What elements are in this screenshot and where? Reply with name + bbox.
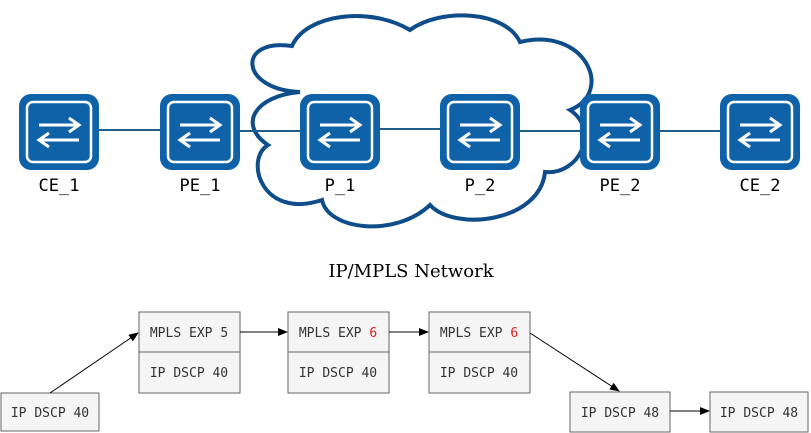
device-ce1[interactable]: CE_1 [17, 92, 101, 196]
device-p1[interactable]: P_1 [298, 92, 382, 196]
flow-arrows [49, 328, 710, 415]
device-ce2[interactable]: CE_2 [718, 92, 802, 196]
device-label-ce2: CE_2 [740, 176, 781, 196]
packet-ce2-out: IP DSCP 48 [709, 391, 809, 433]
exp-label: MPLS EXP [150, 326, 220, 341]
network-links [97, 128, 721, 132]
packet-ingress: IP DSCP 40 [0, 392, 100, 432]
device-label-ce1: CE_1 [39, 176, 80, 196]
arrow-ingress-to-pe1 [49, 332, 139, 394]
packet-p2: MPLS EXP 6 IP DSCP 40 [428, 311, 531, 394]
dscp-value: IP DSCP 40 [11, 406, 89, 421]
packet-pe1: MPLS EXP 5 IP DSCP 40 [138, 311, 241, 394]
router-icon [718, 92, 802, 172]
exp-label: MPLS EXP [299, 326, 369, 341]
router-icon [298, 92, 382, 172]
arrow-p2-to-pe2 [529, 332, 620, 392]
dscp-value: IP DSCP 48 [720, 406, 798, 421]
exp-value: 5 [220, 326, 228, 341]
exp-row: MPLS EXP 5 [150, 326, 228, 341]
packet-p1: MPLS EXP 6 IP DSCP 40 [287, 311, 390, 394]
exp-label: MPLS EXP [440, 326, 510, 341]
device-label-p2: P_2 [465, 176, 496, 196]
exp-row: MPLS EXP 6 [299, 326, 377, 341]
dscp-value: IP DSCP 48 [581, 406, 659, 421]
exp-row: MPLS EXP 6 [440, 326, 518, 341]
device-p2[interactable]: P_2 [438, 92, 522, 196]
dscp-value: IP DSCP 40 [440, 366, 518, 381]
device-pe1[interactable]: PE_1 [158, 92, 242, 196]
router-icon [17, 92, 101, 172]
dscp-value: IP DSCP 40 [150, 366, 228, 381]
packet-pe2-out: IP DSCP 48 [569, 391, 671, 433]
exp-value-highlight: 6 [369, 326, 377, 341]
device-label-p1: P_1 [325, 176, 356, 196]
router-icon [158, 92, 242, 172]
router-icon [438, 92, 522, 172]
device-pe2[interactable]: PE_2 [578, 92, 662, 196]
network-label: IP/MPLS Network [328, 261, 494, 282]
exp-value-highlight: 6 [510, 326, 518, 341]
dscp-value: IP DSCP 40 [299, 366, 377, 381]
device-label-pe2: PE_2 [600, 176, 641, 196]
device-label-pe1: PE_1 [180, 176, 221, 196]
router-icon [578, 92, 662, 172]
